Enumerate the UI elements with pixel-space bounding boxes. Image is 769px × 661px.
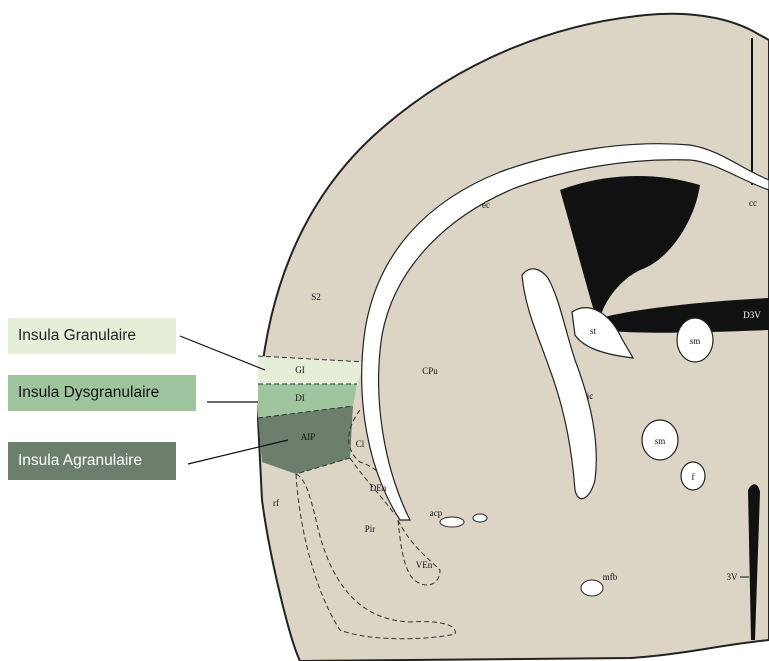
- label-cc: cc: [749, 198, 757, 208]
- label-st: st: [590, 326, 597, 336]
- label-3v: 3V: [727, 572, 739, 582]
- label-ic: ic: [587, 391, 594, 401]
- label-gi: GI: [295, 365, 305, 375]
- label-acp: acp: [430, 508, 443, 518]
- label-di: DI: [295, 393, 305, 403]
- acp-fragment-2: [473, 514, 487, 522]
- label-den: DEn: [370, 483, 387, 493]
- label-mfb: mfb: [603, 572, 618, 582]
- legend-insula-granulaire: Insula Granulaire: [8, 318, 176, 354]
- label-d3v: D3V: [743, 310, 761, 320]
- legend-granular-label: Insula Granulaire: [18, 327, 136, 345]
- legend-insula-dysgranulaire: Insula Dysgranulaire: [8, 375, 196, 411]
- label-cl: Cl: [356, 439, 365, 449]
- label-pir: Pir: [365, 524, 376, 534]
- legend-insula-agranulaire: Insula Agranulaire: [8, 442, 176, 480]
- legend-dysgranular-label: Insula Dysgranulaire: [18, 384, 159, 402]
- label-sm-upper: sm: [690, 336, 701, 346]
- acp-fragment-1: [440, 517, 464, 527]
- legend-agranular-label: Insula Agranulaire: [18, 452, 142, 470]
- label-s2: S2: [311, 292, 321, 302]
- label-aip: AIP: [301, 432, 316, 442]
- label-ven: VEn: [416, 560, 433, 570]
- label-cpu: CPu: [422, 366, 438, 376]
- label-rf: rf: [273, 498, 279, 508]
- mfb-ellipse: [581, 580, 603, 596]
- label-ec: ec: [482, 200, 490, 210]
- label-f: f: [692, 472, 695, 482]
- label-sm-lower: sm: [655, 436, 666, 446]
